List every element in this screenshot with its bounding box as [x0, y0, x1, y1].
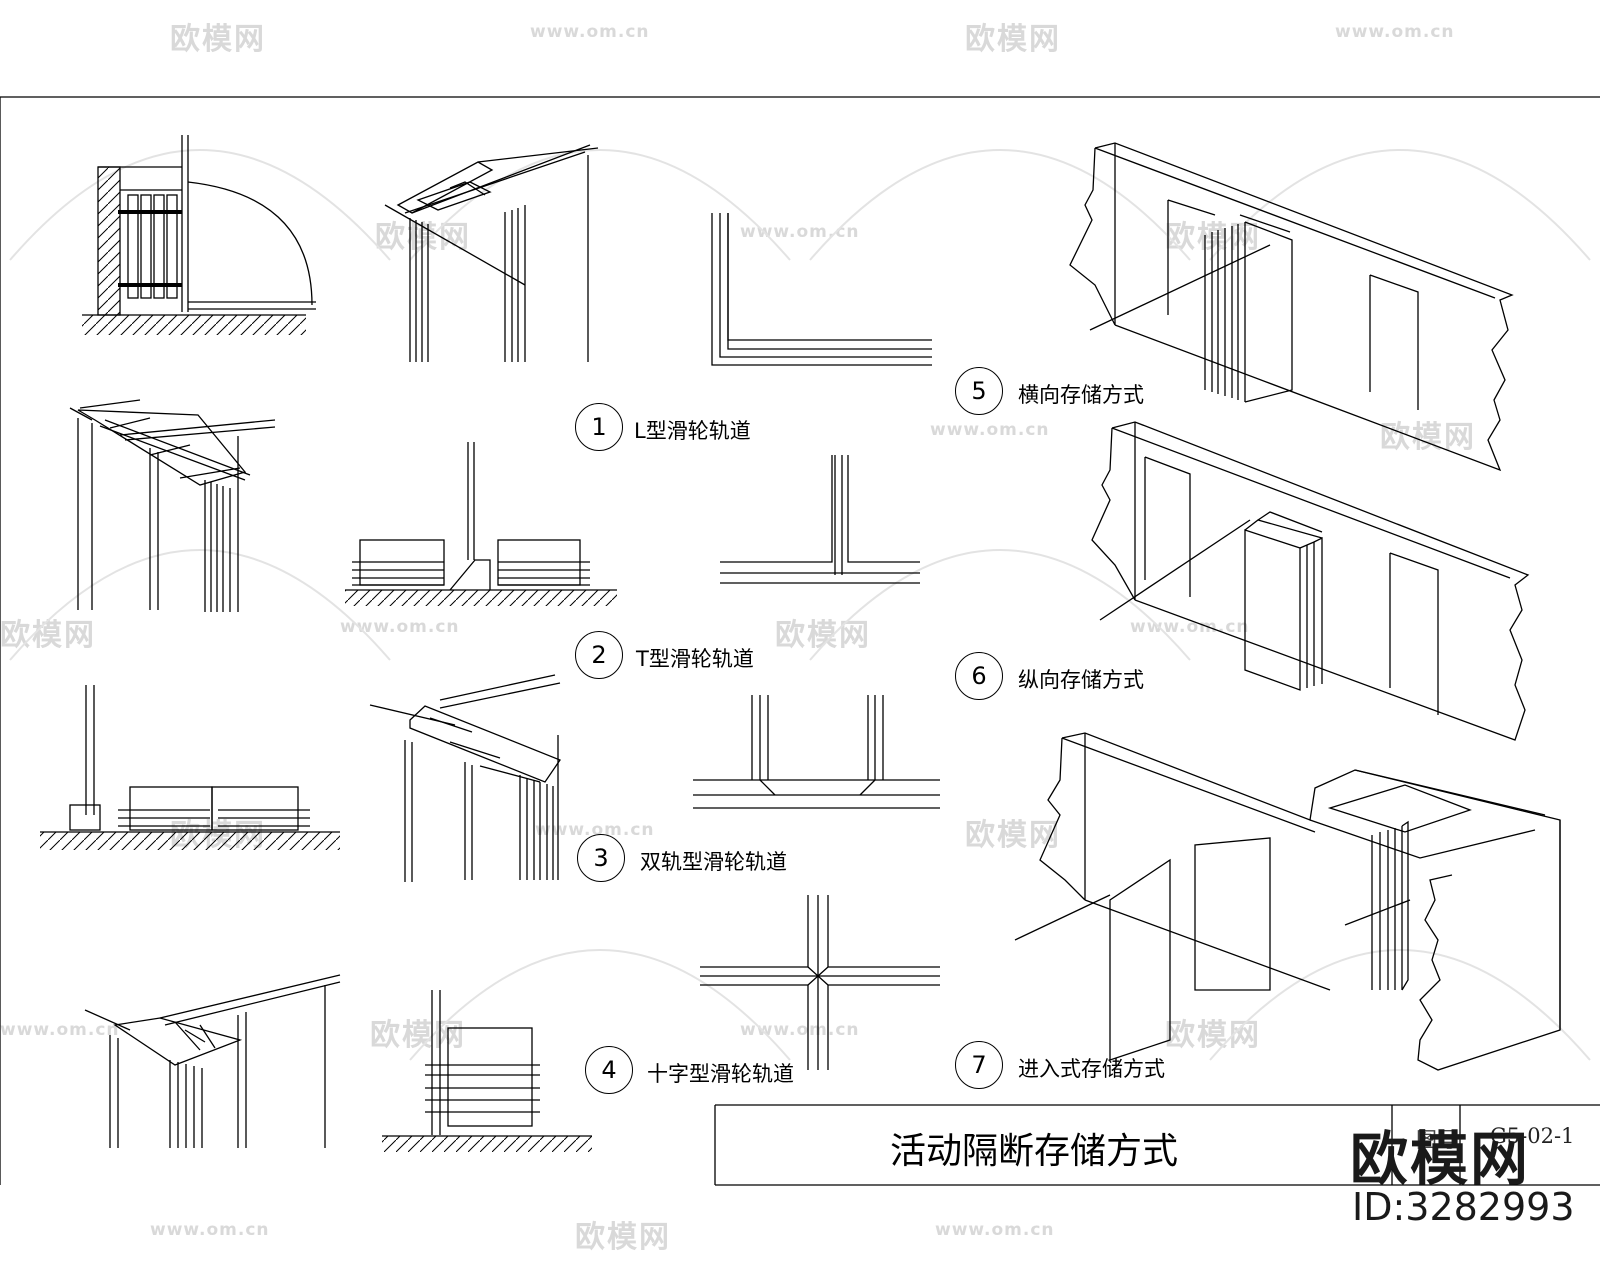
figure-l-plan-left	[82, 135, 316, 335]
watermark-url: www.om.cn	[1335, 22, 1455, 42]
figure-l-corner-plan	[711, 213, 932, 366]
label-number-3: 3	[577, 834, 625, 882]
watermark-id: ID:3282993	[1352, 1185, 1575, 1229]
figure-t-track-iso	[69, 399, 276, 612]
figure-number: G5-02-1	[1490, 1124, 1575, 1148]
label-number-4: 4	[585, 1046, 633, 1094]
label-walkin-storage: 进入式存储方式	[1018, 1057, 1165, 1081]
figure-double-track-plan	[693, 695, 940, 809]
figure-t-track-plan	[720, 455, 920, 584]
label-cross-track: 十字型滑轮轨道	[647, 1062, 794, 1086]
watermark-url: www.om.cn	[740, 1020, 860, 1040]
label-number-6: 6	[955, 652, 1003, 700]
label-vertical-storage: 纵向存储方式	[1018, 668, 1144, 692]
watermark-brand: 欧模网	[575, 1220, 671, 1255]
figure-vertical-storage	[1091, 421, 1530, 741]
watermark-brand: 欧模网	[170, 22, 266, 57]
watermark-url: www.om.cn	[530, 22, 650, 42]
figure-cross-track-section	[382, 990, 592, 1152]
figure-horizontal-storage	[1069, 142, 1514, 472]
label-number-2: 2	[575, 631, 623, 679]
watermark-url: www.om.cn	[150, 1220, 270, 1240]
label-t-type-track: T型滑轮轨道	[636, 647, 754, 671]
watermark-brand: 欧模网	[0, 618, 96, 653]
figure-double-track-section	[40, 685, 340, 850]
watermark-url: www.om.cn	[535, 820, 655, 840]
label-number-5: 5	[955, 367, 1003, 415]
drawing-title: 活动隔断存储方式	[890, 1131, 1179, 1172]
watermark-url: www.om.cn	[935, 1220, 1055, 1240]
watermark-url: www.om.cn	[340, 617, 460, 637]
watermark-url: www.om.cn	[0, 1020, 120, 1040]
watermark-logo: 欧模网	[1350, 1125, 1531, 1193]
label-horizontal-storage: 横向存储方式	[1018, 383, 1144, 407]
figure-t-track-section	[345, 442, 617, 606]
figure-walkin-storage	[1014, 732, 1561, 1071]
watermark-brand: 欧模网	[965, 818, 1061, 853]
figure-cross-track-iso	[84, 974, 341, 1148]
figure-cross-track-plan	[700, 895, 940, 1070]
watermark-brand: 欧模网	[965, 22, 1061, 57]
figure-double-track-iso	[369, 674, 561, 882]
watermark-url: www.om.cn	[930, 420, 1050, 440]
figure-number-label: 图号	[1416, 1128, 1458, 1152]
label-number-7: 7	[955, 1041, 1003, 1089]
watermark-url: www.om.cn	[1130, 617, 1250, 637]
label-double-track: 双轨型滑轮轨道	[640, 850, 787, 874]
watermark-brand: 欧模网	[1380, 420, 1476, 455]
figure-l-track-iso	[384, 144, 599, 362]
label-l-type-track: L型滑轮轨道	[634, 419, 751, 443]
label-number-1: 1	[575, 403, 623, 451]
